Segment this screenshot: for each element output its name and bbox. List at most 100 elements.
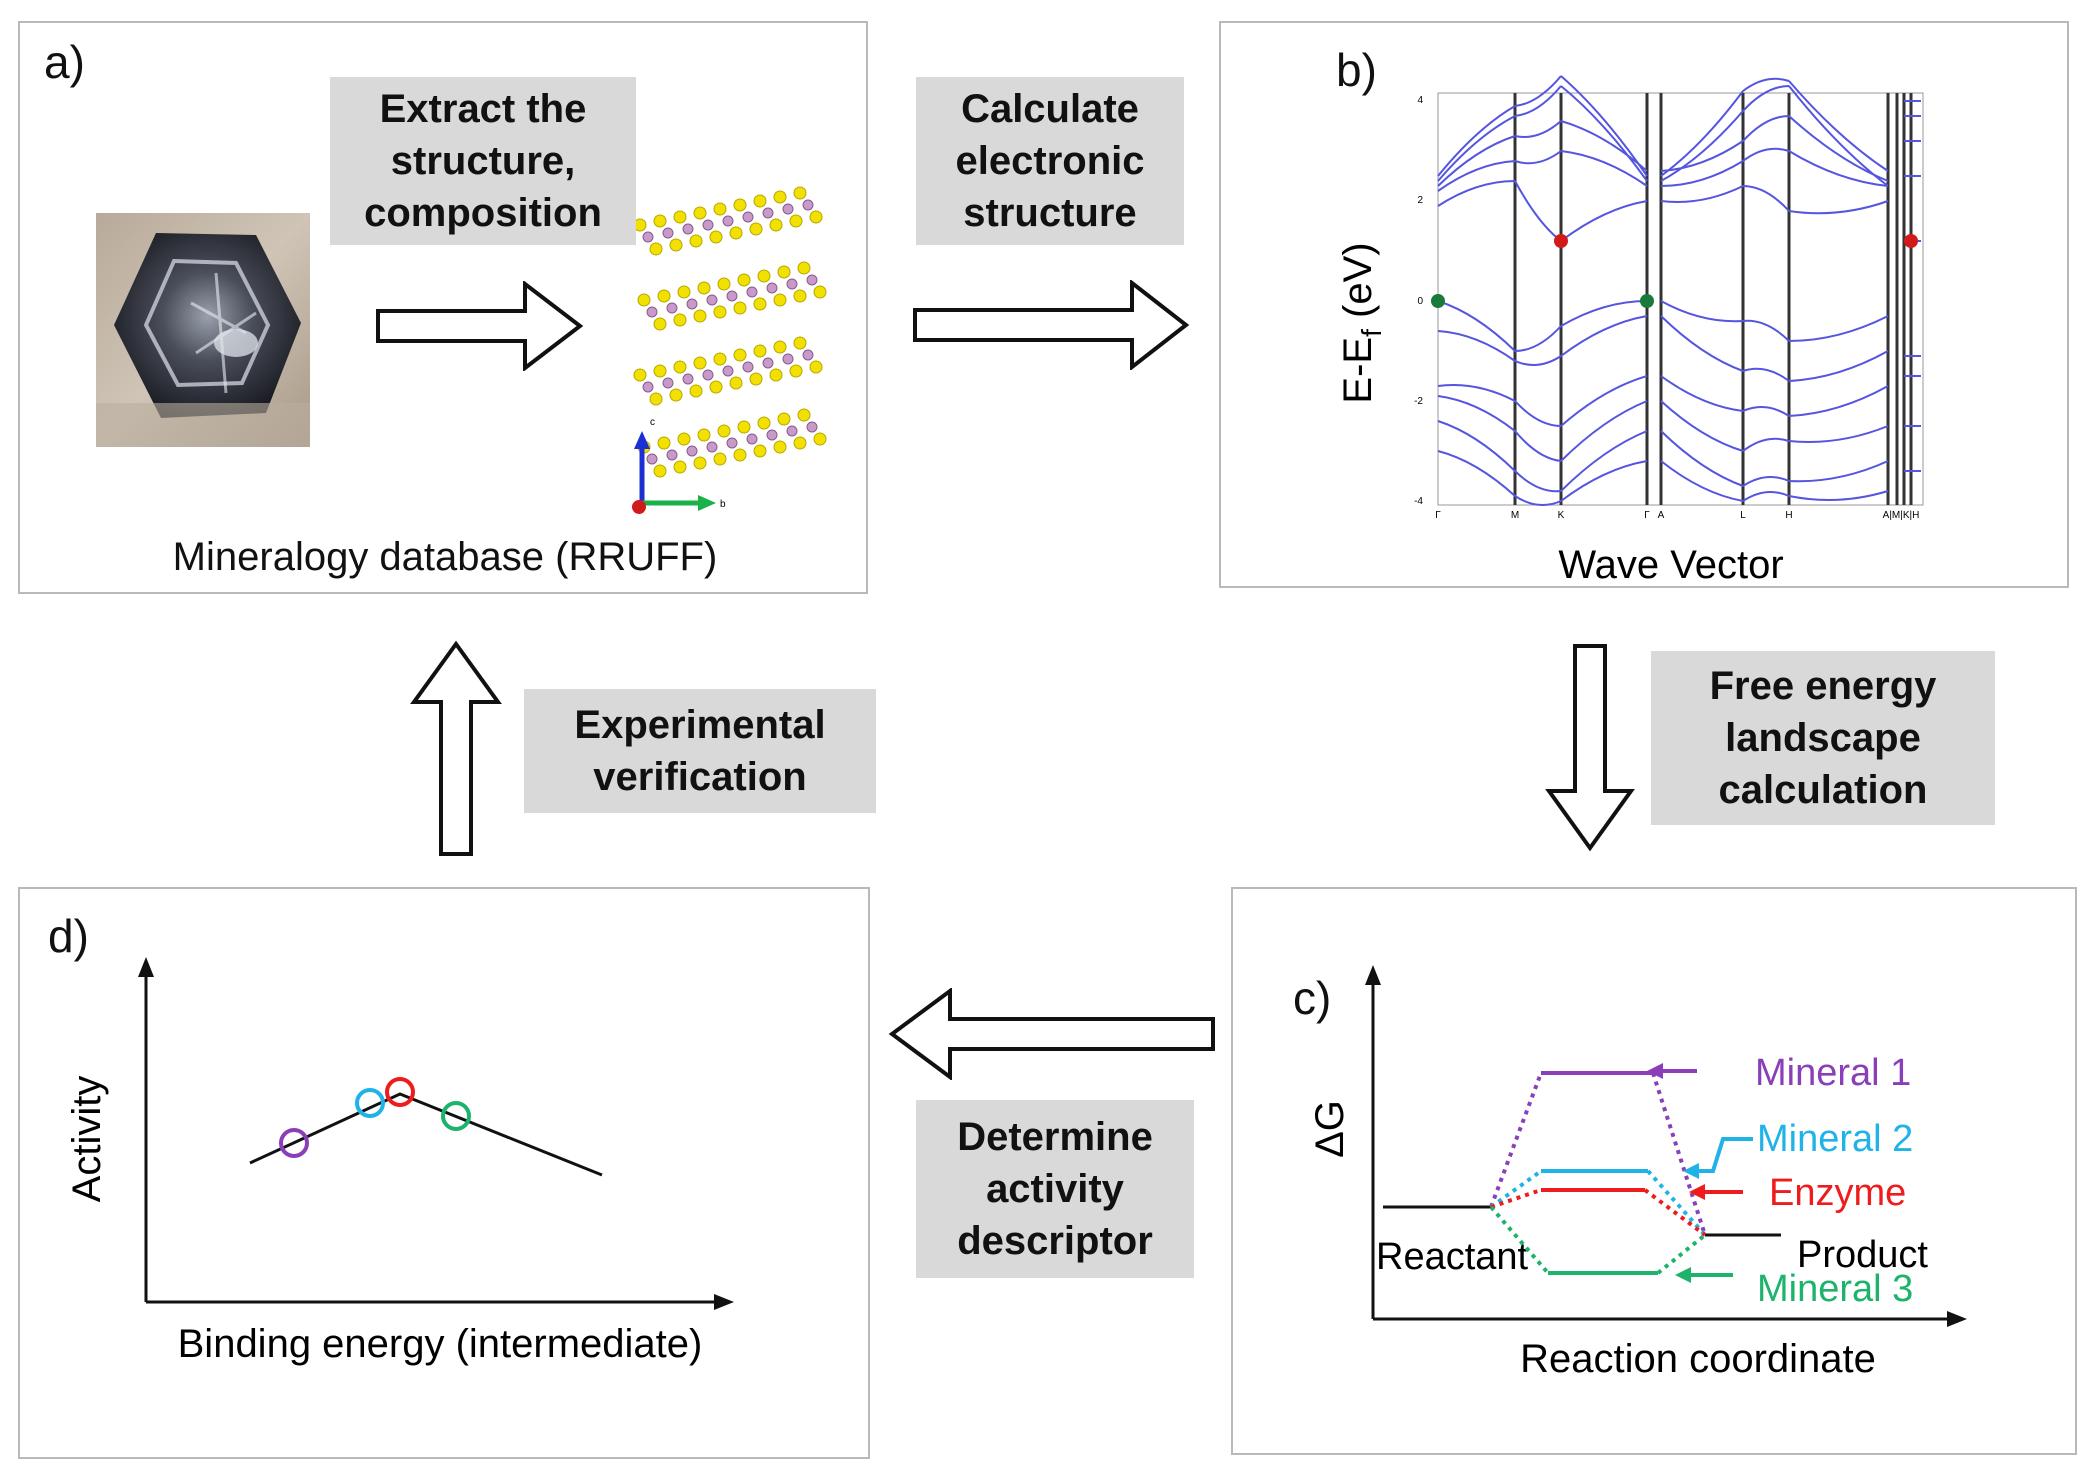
step-calculate-line-2: electronic xyxy=(955,139,1145,183)
atom xyxy=(809,210,823,224)
atom xyxy=(749,372,763,386)
cbm-marker xyxy=(1904,234,1918,248)
atom xyxy=(709,380,723,394)
panel-b-label: b) xyxy=(1336,44,1377,96)
legend-mineral-1: Mineral 1 xyxy=(1755,1052,1911,1094)
step-extract-structure: Extract the structure, composition xyxy=(330,77,636,245)
atom xyxy=(693,309,707,323)
ytick-4: 4 xyxy=(1417,95,1423,106)
kpoint-k: K xyxy=(1558,510,1565,521)
atom xyxy=(693,356,707,370)
atom xyxy=(706,441,718,453)
atom xyxy=(713,305,727,319)
atom xyxy=(777,412,791,426)
atom xyxy=(773,293,787,307)
atom xyxy=(689,384,703,398)
atom xyxy=(773,440,787,454)
atom xyxy=(737,273,751,287)
band-structure-plot: E-Ef (eV) Wave Vector 4 2 0 -2 -4 Γ M K … xyxy=(1336,75,1924,587)
atom xyxy=(649,242,663,256)
atom xyxy=(726,290,738,302)
atom xyxy=(729,226,743,240)
panel-d-label: d) xyxy=(48,910,89,962)
axis-c-label: c xyxy=(650,417,655,428)
band-line xyxy=(1437,395,1889,462)
atom xyxy=(753,344,767,358)
marker-enzyme xyxy=(385,1077,415,1107)
ytick-neg4: -4 xyxy=(1414,496,1423,507)
atom xyxy=(653,464,667,478)
atom xyxy=(806,274,818,286)
atom xyxy=(673,313,687,327)
atom xyxy=(749,222,763,236)
band-line xyxy=(1437,450,1889,506)
atom xyxy=(642,231,654,243)
band-line xyxy=(1437,180,1889,242)
atom xyxy=(813,285,827,299)
kpoint-h: H xyxy=(1785,510,1792,521)
atom xyxy=(753,194,767,208)
ytick-2: 2 xyxy=(1417,195,1423,206)
atom xyxy=(782,353,794,365)
legend-enzyme: Enzyme xyxy=(1769,1172,1906,1214)
atom xyxy=(797,408,811,422)
reaction-coordinate-label: Reaction coordinate xyxy=(1520,1337,1876,1381)
step-calculate-electronic: Calculate electronic structure xyxy=(916,77,1184,245)
panel-c-label: c) xyxy=(1293,972,1332,1024)
kpoint-amkh: A|M|K|H xyxy=(1883,510,1920,521)
atom xyxy=(642,381,654,393)
atom xyxy=(789,214,803,228)
band-line xyxy=(1437,115,1889,187)
atom xyxy=(782,203,794,215)
atom xyxy=(713,352,727,366)
atom xyxy=(673,460,687,474)
step-free-energy-line-1: Free energy xyxy=(1709,664,1937,708)
atom xyxy=(709,230,723,244)
binding-energy-label: Binding energy (intermediate) xyxy=(178,1322,703,1366)
band-line xyxy=(1437,300,1889,352)
atom xyxy=(733,348,747,362)
panel-d: d) Activity Binding energy (intermediate… xyxy=(18,887,870,1459)
step-descriptor-line-1: Determine xyxy=(957,1115,1153,1159)
atom xyxy=(802,349,814,361)
marker-mineral-2 xyxy=(355,1088,385,1118)
atom xyxy=(742,361,754,373)
atom xyxy=(789,364,803,378)
step-extract-line-3: composition xyxy=(364,191,602,235)
atom xyxy=(657,289,671,303)
panel-a-label: a) xyxy=(44,36,85,88)
step-free-energy-line-3: calculation xyxy=(1718,768,1928,812)
band-line xyxy=(1437,147,1889,192)
atom xyxy=(762,357,774,369)
atom xyxy=(753,297,767,311)
atom xyxy=(786,425,798,437)
step-descriptor-line-3: descriptor xyxy=(957,1219,1153,1263)
atom xyxy=(713,202,727,216)
atom xyxy=(813,432,827,446)
atom xyxy=(742,211,754,223)
atom xyxy=(766,429,778,441)
atom xyxy=(662,227,674,239)
step-extract-line-2: structure, xyxy=(390,139,576,183)
atom xyxy=(809,360,823,374)
marker-mineral-3 xyxy=(441,1101,471,1131)
atom xyxy=(793,436,807,450)
kpoint-m: M xyxy=(1511,510,1519,521)
band-xlabel: Wave Vector xyxy=(1558,543,1783,587)
atom xyxy=(769,218,783,232)
axis-b-label: b xyxy=(720,499,726,510)
atom xyxy=(686,445,698,457)
atom xyxy=(757,416,771,430)
step-free-energy-line-2: landscape xyxy=(1725,716,1921,760)
atom xyxy=(666,449,678,461)
atom xyxy=(793,336,807,350)
atom xyxy=(713,452,727,466)
atom xyxy=(773,340,787,354)
atom xyxy=(722,365,734,377)
panel-a-caption: Mineralogy database (RRUFF) xyxy=(172,535,718,579)
atom xyxy=(762,207,774,219)
atom xyxy=(737,420,751,434)
atom xyxy=(717,277,731,291)
atom xyxy=(673,210,687,224)
atom xyxy=(753,444,767,458)
